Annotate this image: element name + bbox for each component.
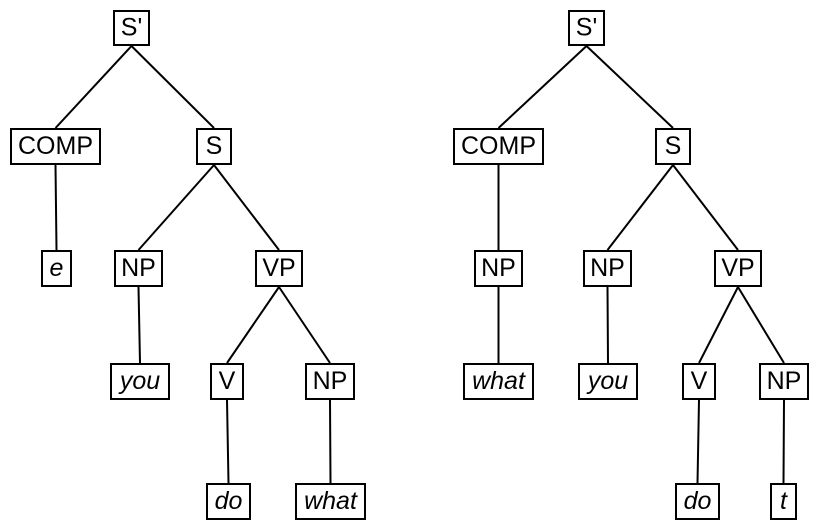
tree-edge-l-sbar-to-l-s [130, 45, 215, 129]
node-box-do [674, 482, 721, 521]
tree-node-sbar: S' [112, 9, 151, 47]
node-label: do [215, 487, 243, 515]
node-label: NP [767, 367, 802, 395]
node-label: S [206, 132, 223, 160]
node-box-sbar [567, 9, 606, 47]
tree-edge-r-sbar-to-r-s [585, 45, 674, 129]
tree-edge-l-s-to-l-np1 [137, 164, 215, 251]
tree-node-what: what [462, 362, 535, 401]
tree-node-v: V [209, 362, 245, 401]
node-label: VP [721, 254, 754, 282]
node-box-what [294, 482, 367, 521]
tree-edge-l-v-to-l-do [226, 399, 230, 484]
tree-edge-l-s-to-l-vp [213, 164, 280, 251]
node-label: what [472, 367, 526, 395]
node-label: COMP [18, 132, 93, 160]
tree-node-comp: COMP [452, 127, 545, 166]
surface-structure-tree-nodes: S' COMP S NP NP VP what you V NP do t [452, 9, 810, 521]
tree-edge-r-v-to-r-do [696, 399, 700, 484]
tree-node-e: e [40, 249, 73, 288]
node-box-what [462, 362, 535, 401]
node-label: NP [121, 254, 156, 282]
node-box-s [654, 127, 692, 166]
node-label: you [118, 367, 160, 395]
node-box-np [304, 362, 356, 401]
node-label: S' [576, 14, 597, 42]
node-box-v [681, 362, 717, 401]
tree-node-np: NP [304, 362, 356, 401]
node-label: COMP [461, 132, 536, 160]
tree-edge-r-s-to-r-np1 [606, 164, 674, 251]
surface-structure-tree-edges [497, 45, 785, 484]
node-label: S [665, 132, 682, 160]
tree-edge-l-sbar-to-l-comp [54, 45, 133, 129]
node-box-np [113, 249, 164, 288]
tree-node-you: you [109, 362, 171, 401]
node-box-v [209, 362, 245, 401]
tree-node-t: t [769, 482, 798, 521]
deep-structure-tree-edges [54, 45, 332, 484]
tree-node-do: do [674, 482, 721, 521]
tree-edge-r-s-to-r-vp [672, 164, 739, 251]
node-label: NP [313, 367, 348, 395]
tree-node-np: NP [113, 249, 164, 288]
node-box-t [769, 482, 798, 521]
tree-node-vp: VP [254, 249, 304, 288]
node-label: e [50, 254, 64, 282]
edges-layer [54, 45, 785, 484]
node-box-sbar [112, 9, 151, 47]
node-label: V [691, 367, 708, 395]
node-box-s [195, 127, 233, 166]
tree-node-do: do [205, 482, 252, 521]
tree-node-what: what [294, 482, 367, 521]
tree-node-comp: COMP [9, 127, 102, 166]
tree-edge-l-comp-to-l-e [54, 164, 58, 251]
tree-node-np: NP [473, 249, 524, 288]
node-label: S' [121, 14, 142, 42]
tree-edge-r-vp-to-r-np2 [737, 286, 785, 364]
tree-node-vp: VP [713, 249, 763, 288]
tree-edge-l-np2-to-l-what [329, 399, 332, 484]
node-box-np [473, 249, 524, 288]
tree-edge-r-vp-to-r-v [698, 286, 739, 364]
tree-node-np: NP [758, 362, 810, 401]
node-label: what [304, 487, 358, 515]
tree-node-s: S [654, 127, 692, 166]
tree-node-v: V [681, 362, 717, 401]
node-label: do [684, 487, 712, 515]
node-label: you [586, 367, 628, 395]
node-box-you [577, 362, 639, 401]
node-label: VP [262, 254, 295, 282]
node-box-np [758, 362, 810, 401]
node-box-np [582, 249, 633, 288]
tree-node-np: NP [582, 249, 633, 288]
node-label: NP [481, 254, 516, 282]
node-box-comp [9, 127, 102, 166]
tree-node-s: S [195, 127, 233, 166]
tree-edge-l-vp-to-l-v [226, 286, 280, 364]
node-box-vp [254, 249, 304, 288]
node-label: V [219, 367, 236, 395]
node-box-e [40, 249, 73, 288]
tree-node-you: you [577, 362, 639, 401]
node-label: t [780, 487, 788, 515]
node-box-vp [713, 249, 763, 288]
tree-edge-r-np1-to-r-you [606, 286, 609, 364]
node-box-comp [452, 127, 545, 166]
tree-edge-r-np2-to-r-t [782, 399, 785, 484]
tree-edge-r-sbar-to-r-comp [497, 45, 588, 129]
tree-edge-l-np1-to-l-you [137, 286, 141, 364]
node-box-do [205, 482, 252, 521]
node-label: NP [590, 254, 625, 282]
tree-edge-l-vp-to-l-np2 [278, 286, 331, 364]
tree-node-sbar: S' [567, 9, 606, 47]
node-box-you [109, 362, 171, 401]
